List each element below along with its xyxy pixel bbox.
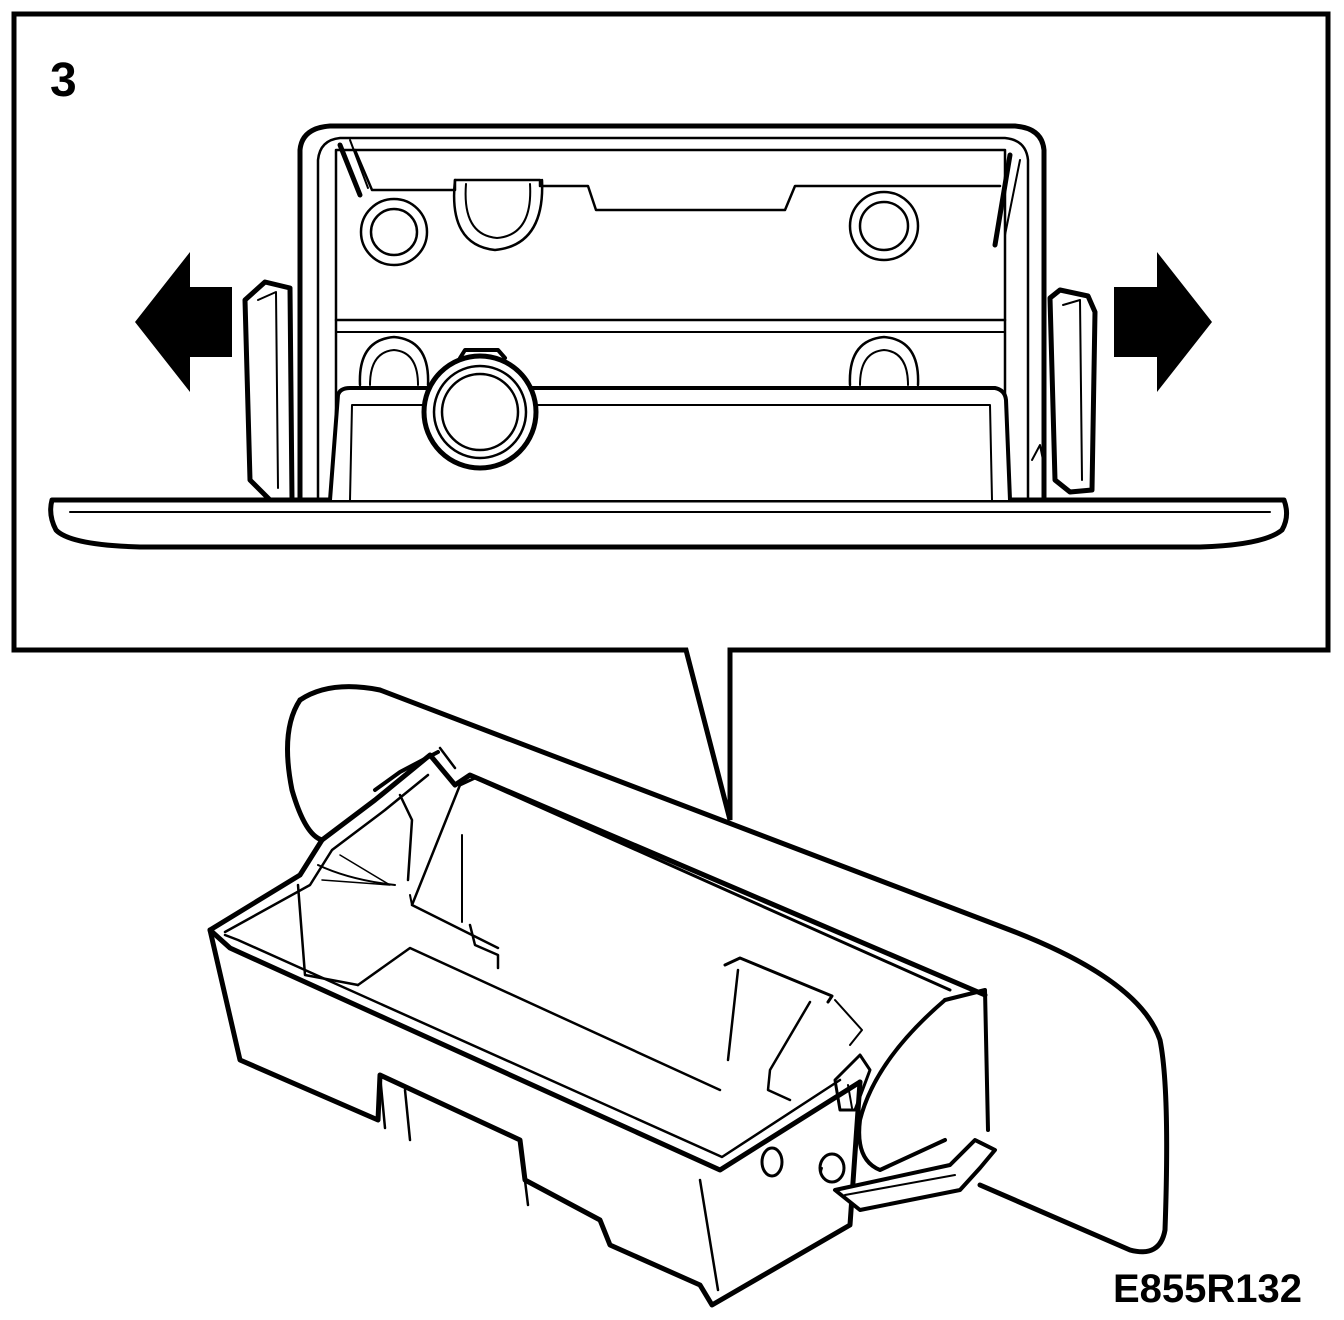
arrow-right-icon	[1114, 252, 1212, 392]
step-number: 3	[50, 54, 77, 107]
arrow-left-icon	[135, 252, 232, 392]
figure-code: E855R132	[1113, 1267, 1302, 1311]
glovebox-lid-perspective	[207, 684, 1170, 1308]
glovebox-lid-detail	[48, 123, 1290, 550]
